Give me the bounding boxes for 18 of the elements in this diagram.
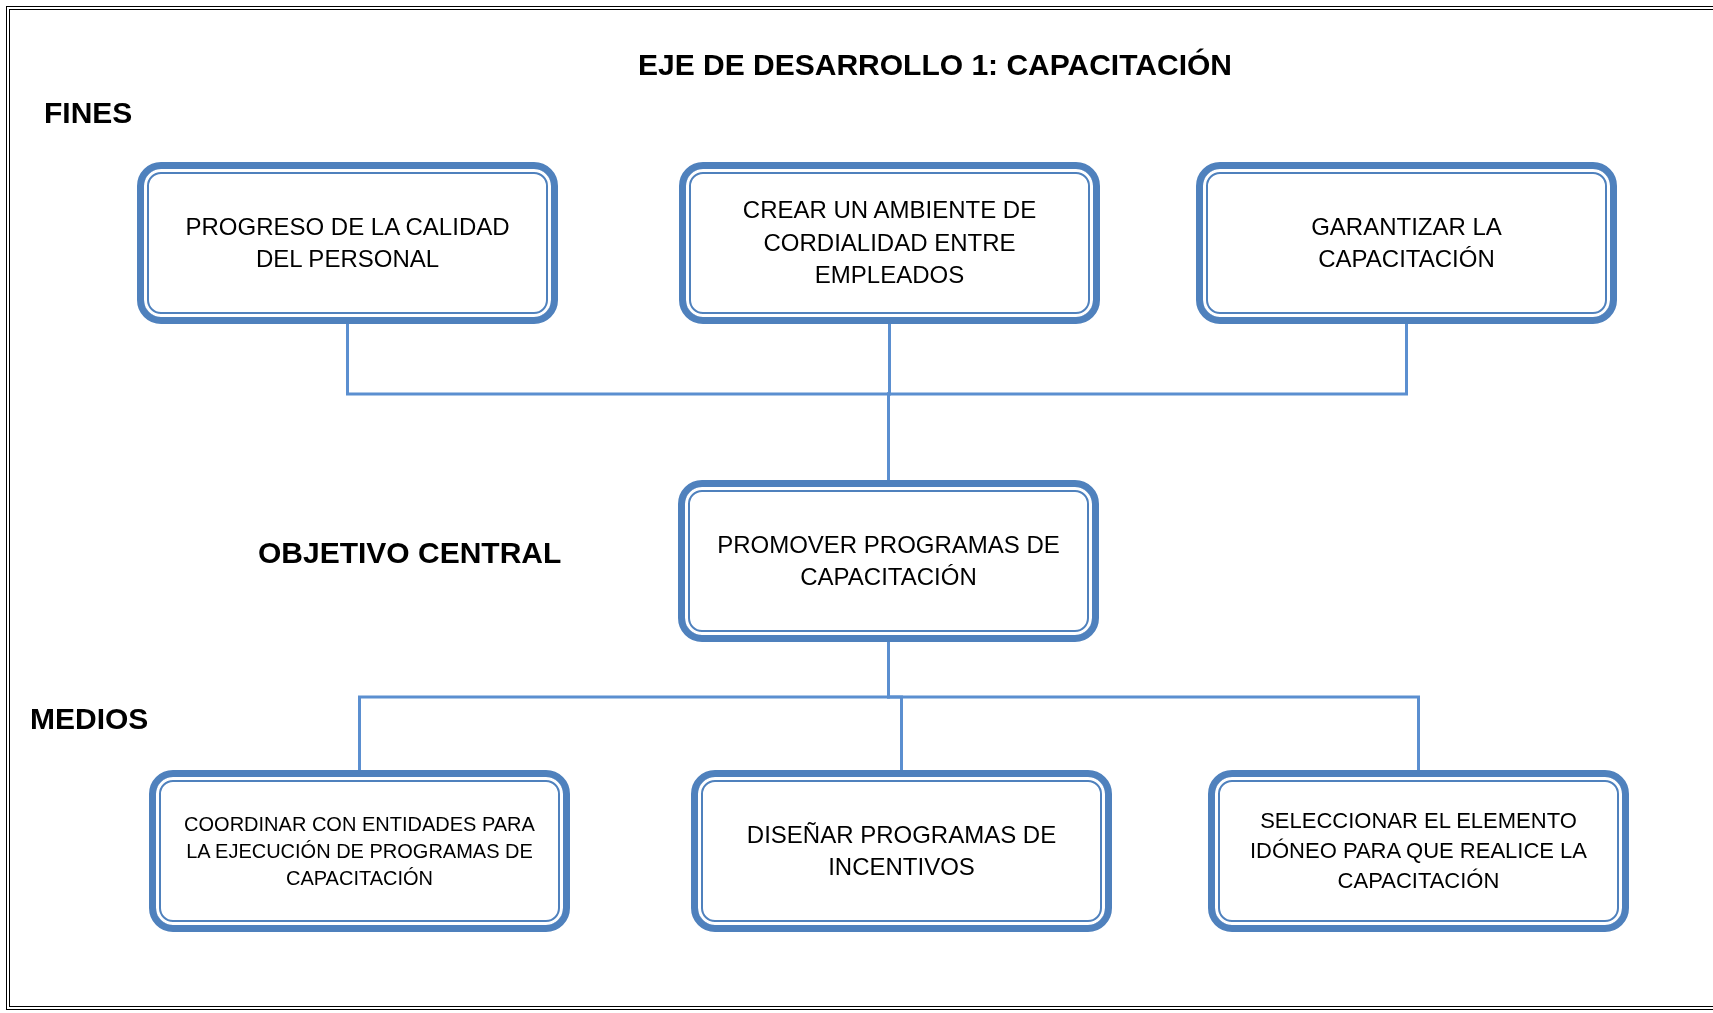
section-label: OBJETIVO CENTRAL bbox=[258, 535, 562, 571]
box-text: GARANTIZAR LA CAPACITACIÓN bbox=[1310, 211, 1503, 274]
process-box bbox=[137, 162, 558, 324]
box-text: PROGRESO DE LA CALIDAD DEL PERSONAL bbox=[184, 211, 511, 274]
process-box bbox=[678, 480, 1099, 642]
box-text: DISEÑAR PROGRAMAS DE INCENTIVOS bbox=[745, 819, 1058, 882]
box-text: SELECCIONAR EL ELEMENTO IDÓNEO PARA QUE REALICE LA CAPACITACIÓN bbox=[1249, 807, 1588, 895]
diagram-title: EJE DE DESARROLLO 1: CAPACITACIÓN bbox=[637, 47, 1233, 83]
process-box bbox=[1208, 770, 1629, 932]
box-text: PROMOVER PROGRAMAS DE CAPACITACIÓN bbox=[716, 529, 1061, 592]
process-box bbox=[149, 770, 570, 932]
process-box bbox=[679, 162, 1100, 324]
section-label: FINES bbox=[44, 95, 133, 131]
process-box bbox=[1196, 162, 1617, 324]
section-label: MEDIOS bbox=[30, 701, 149, 737]
box-text: CREAR UN AMBIENTE DE CORDIALIDAD ENTRE EMPLEADOS bbox=[741, 195, 1038, 291]
process-box bbox=[691, 770, 1112, 932]
box-text: COORDINAR CON ENTIDADES PARA LA EJECUCIÓN DE PROGRAMAS DE CAPACITACIÓN bbox=[183, 811, 536, 891]
